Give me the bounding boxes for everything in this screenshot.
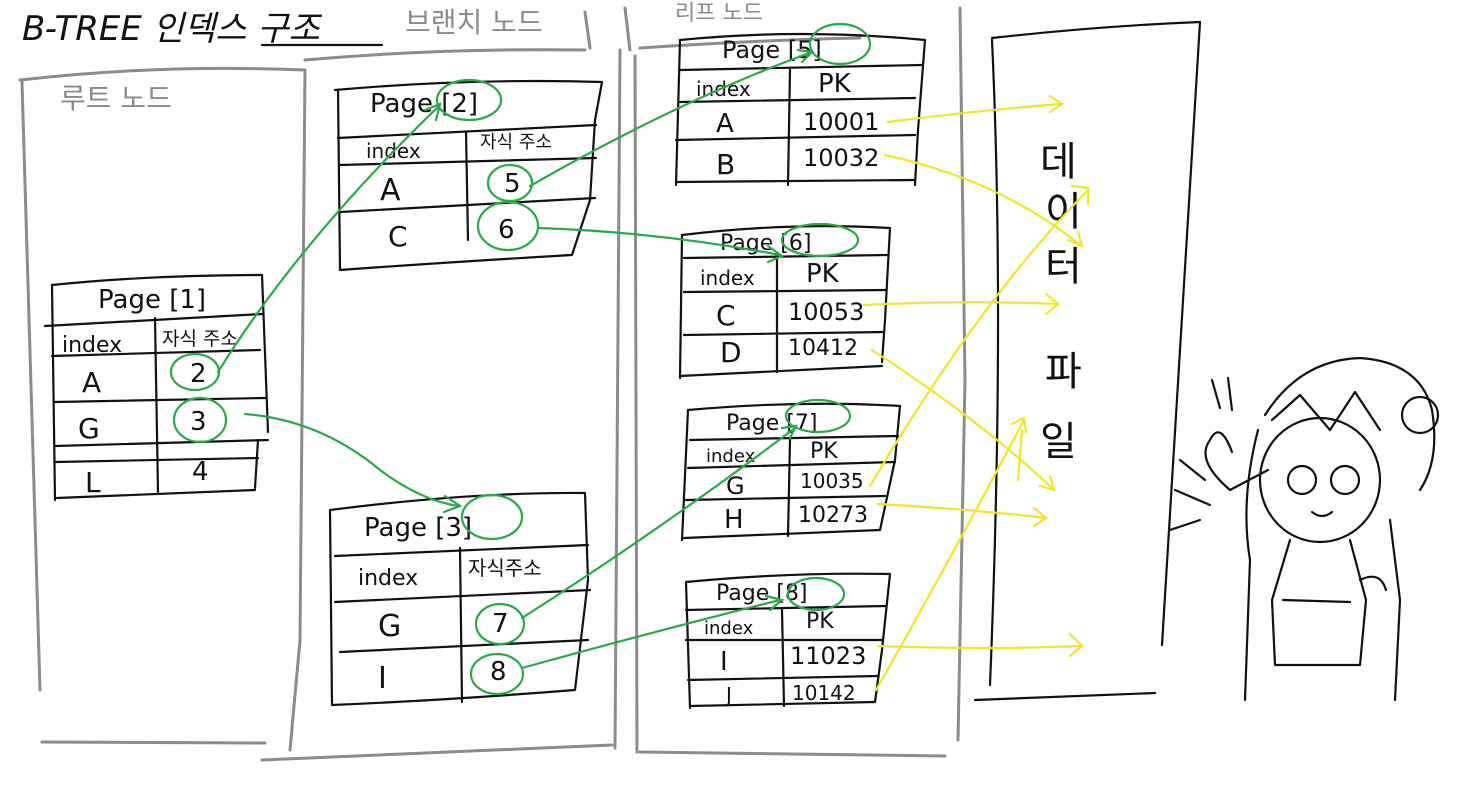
branch-page-2-table: Page [2] index 자식 주소 A 5 C 6 xyxy=(333,79,604,272)
section-label-leaf: 리프 노드 xyxy=(675,1,763,26)
leaf-8-header-pk: PK xyxy=(806,609,834,634)
leaf-6-row-2-key: D xyxy=(720,336,742,369)
diagram-title: B-TREE 인덱스 구조 xyxy=(22,9,323,49)
record-pointer-arrows xyxy=(862,94,1090,692)
root-row-3-ptr: 4 xyxy=(192,457,209,487)
branch-3-row-2-key: I xyxy=(378,661,387,696)
branch-2-row-2-key: C xyxy=(388,220,408,253)
branch-2-title: Page [2] xyxy=(370,89,478,119)
leaf-8-row-2-key: J xyxy=(724,683,732,707)
character-illustration xyxy=(1168,356,1440,702)
root-row-1-ptr: 2 xyxy=(190,359,207,389)
branch-2-row-2-ptr: 6 xyxy=(498,215,515,245)
leaf-8-row-2-pk: 10142 xyxy=(792,681,856,705)
branch-page-3-table: Page [3] index 자식주소 G 7 I 8 xyxy=(328,491,592,707)
leaf-8-row-1-pk: 11023 xyxy=(790,642,866,670)
data-file-char-1: 데 xyxy=(1040,139,1077,185)
branch-3-title: Page [3] xyxy=(364,513,472,543)
leaf-6-header-pk: PK xyxy=(806,259,840,289)
leaf-7-header-pk: PK xyxy=(810,439,838,464)
branch-3-header-child: 자식주소 xyxy=(468,556,542,580)
leaf-7-row-2-pk: 10273 xyxy=(798,503,868,528)
leaf-7-title: Page [7] xyxy=(726,411,817,436)
pointer-circles xyxy=(169,22,872,696)
data-file-box xyxy=(973,20,1202,702)
branch-2-header-child: 자식 주소 xyxy=(480,132,552,153)
child-pointer-arrows xyxy=(216,48,815,670)
section-frames xyxy=(18,6,967,762)
leaf-5-row-2-pk: 10032 xyxy=(803,144,879,172)
root-header-child: 자식 주소 xyxy=(162,328,238,350)
leaf-6-row-2-pk: 10412 xyxy=(788,336,858,361)
data-file-char-5: 일 xyxy=(1040,419,1077,465)
data-file-char-2: 이 xyxy=(1045,189,1082,235)
root-header-index: index xyxy=(62,333,122,358)
root-row-3-key: L xyxy=(85,466,101,499)
root-row-2-key: G xyxy=(78,412,100,445)
branch-2-row-1-ptr: 5 xyxy=(504,169,521,199)
branch-3-row-1-key: G xyxy=(378,609,401,644)
leaf-5-header-pk: PK xyxy=(818,69,852,99)
leaf-5-row-1-pk: 10001 xyxy=(803,108,879,136)
leaf-5-row-2-key: B xyxy=(716,148,735,181)
leaf-7-row-1-key: G xyxy=(726,472,745,500)
data-file-char-4: 파 xyxy=(1045,349,1082,395)
leaf-5-header-index: index xyxy=(696,77,751,101)
root-row-1-key: A xyxy=(82,366,101,399)
root-row-2-ptr: 3 xyxy=(190,407,207,437)
root-page-table: Page [1] index 자식 주소 A 2 G 3 L 4 xyxy=(43,273,270,502)
leaf-page-7-table: Page [7] index PK G 10035 H 10273 xyxy=(680,402,902,542)
section-label-root: 루트 노드 xyxy=(60,82,172,115)
leaf-6-row-1-key: C xyxy=(716,299,736,332)
branch-3-header-index: index xyxy=(358,566,418,591)
leaf-7-header-index: index xyxy=(706,446,756,467)
section-label-branch: 브랜치 노드 xyxy=(405,6,543,39)
branch-3-row-2-ptr: 8 xyxy=(490,657,507,687)
leaf-7-row-1-pk: 10035 xyxy=(800,469,864,493)
leaf-8-header-index: index xyxy=(704,618,754,639)
leaf-6-row-1-pk: 10053 xyxy=(788,298,864,326)
leaf-page-6-table: Page [6] index PK C 10053 D 10412 xyxy=(678,225,892,380)
leaf-page-5-table: Page [5] index PK A 10001 B 10032 xyxy=(674,32,927,187)
leaf-6-header-index: index xyxy=(700,266,755,290)
branch-3-row-1-ptr: 7 xyxy=(492,609,509,639)
leaf-5-row-1-key: A xyxy=(716,109,734,139)
data-file-char-3: 터 xyxy=(1045,244,1082,290)
leaf-7-row-2-key: H xyxy=(724,505,744,535)
root-page-title: Page [1] xyxy=(98,285,206,315)
leaf-8-row-1-key: I xyxy=(720,647,728,677)
leaf-5-title: Page [5] xyxy=(722,36,822,64)
branch-2-row-1-key: A xyxy=(380,173,401,208)
